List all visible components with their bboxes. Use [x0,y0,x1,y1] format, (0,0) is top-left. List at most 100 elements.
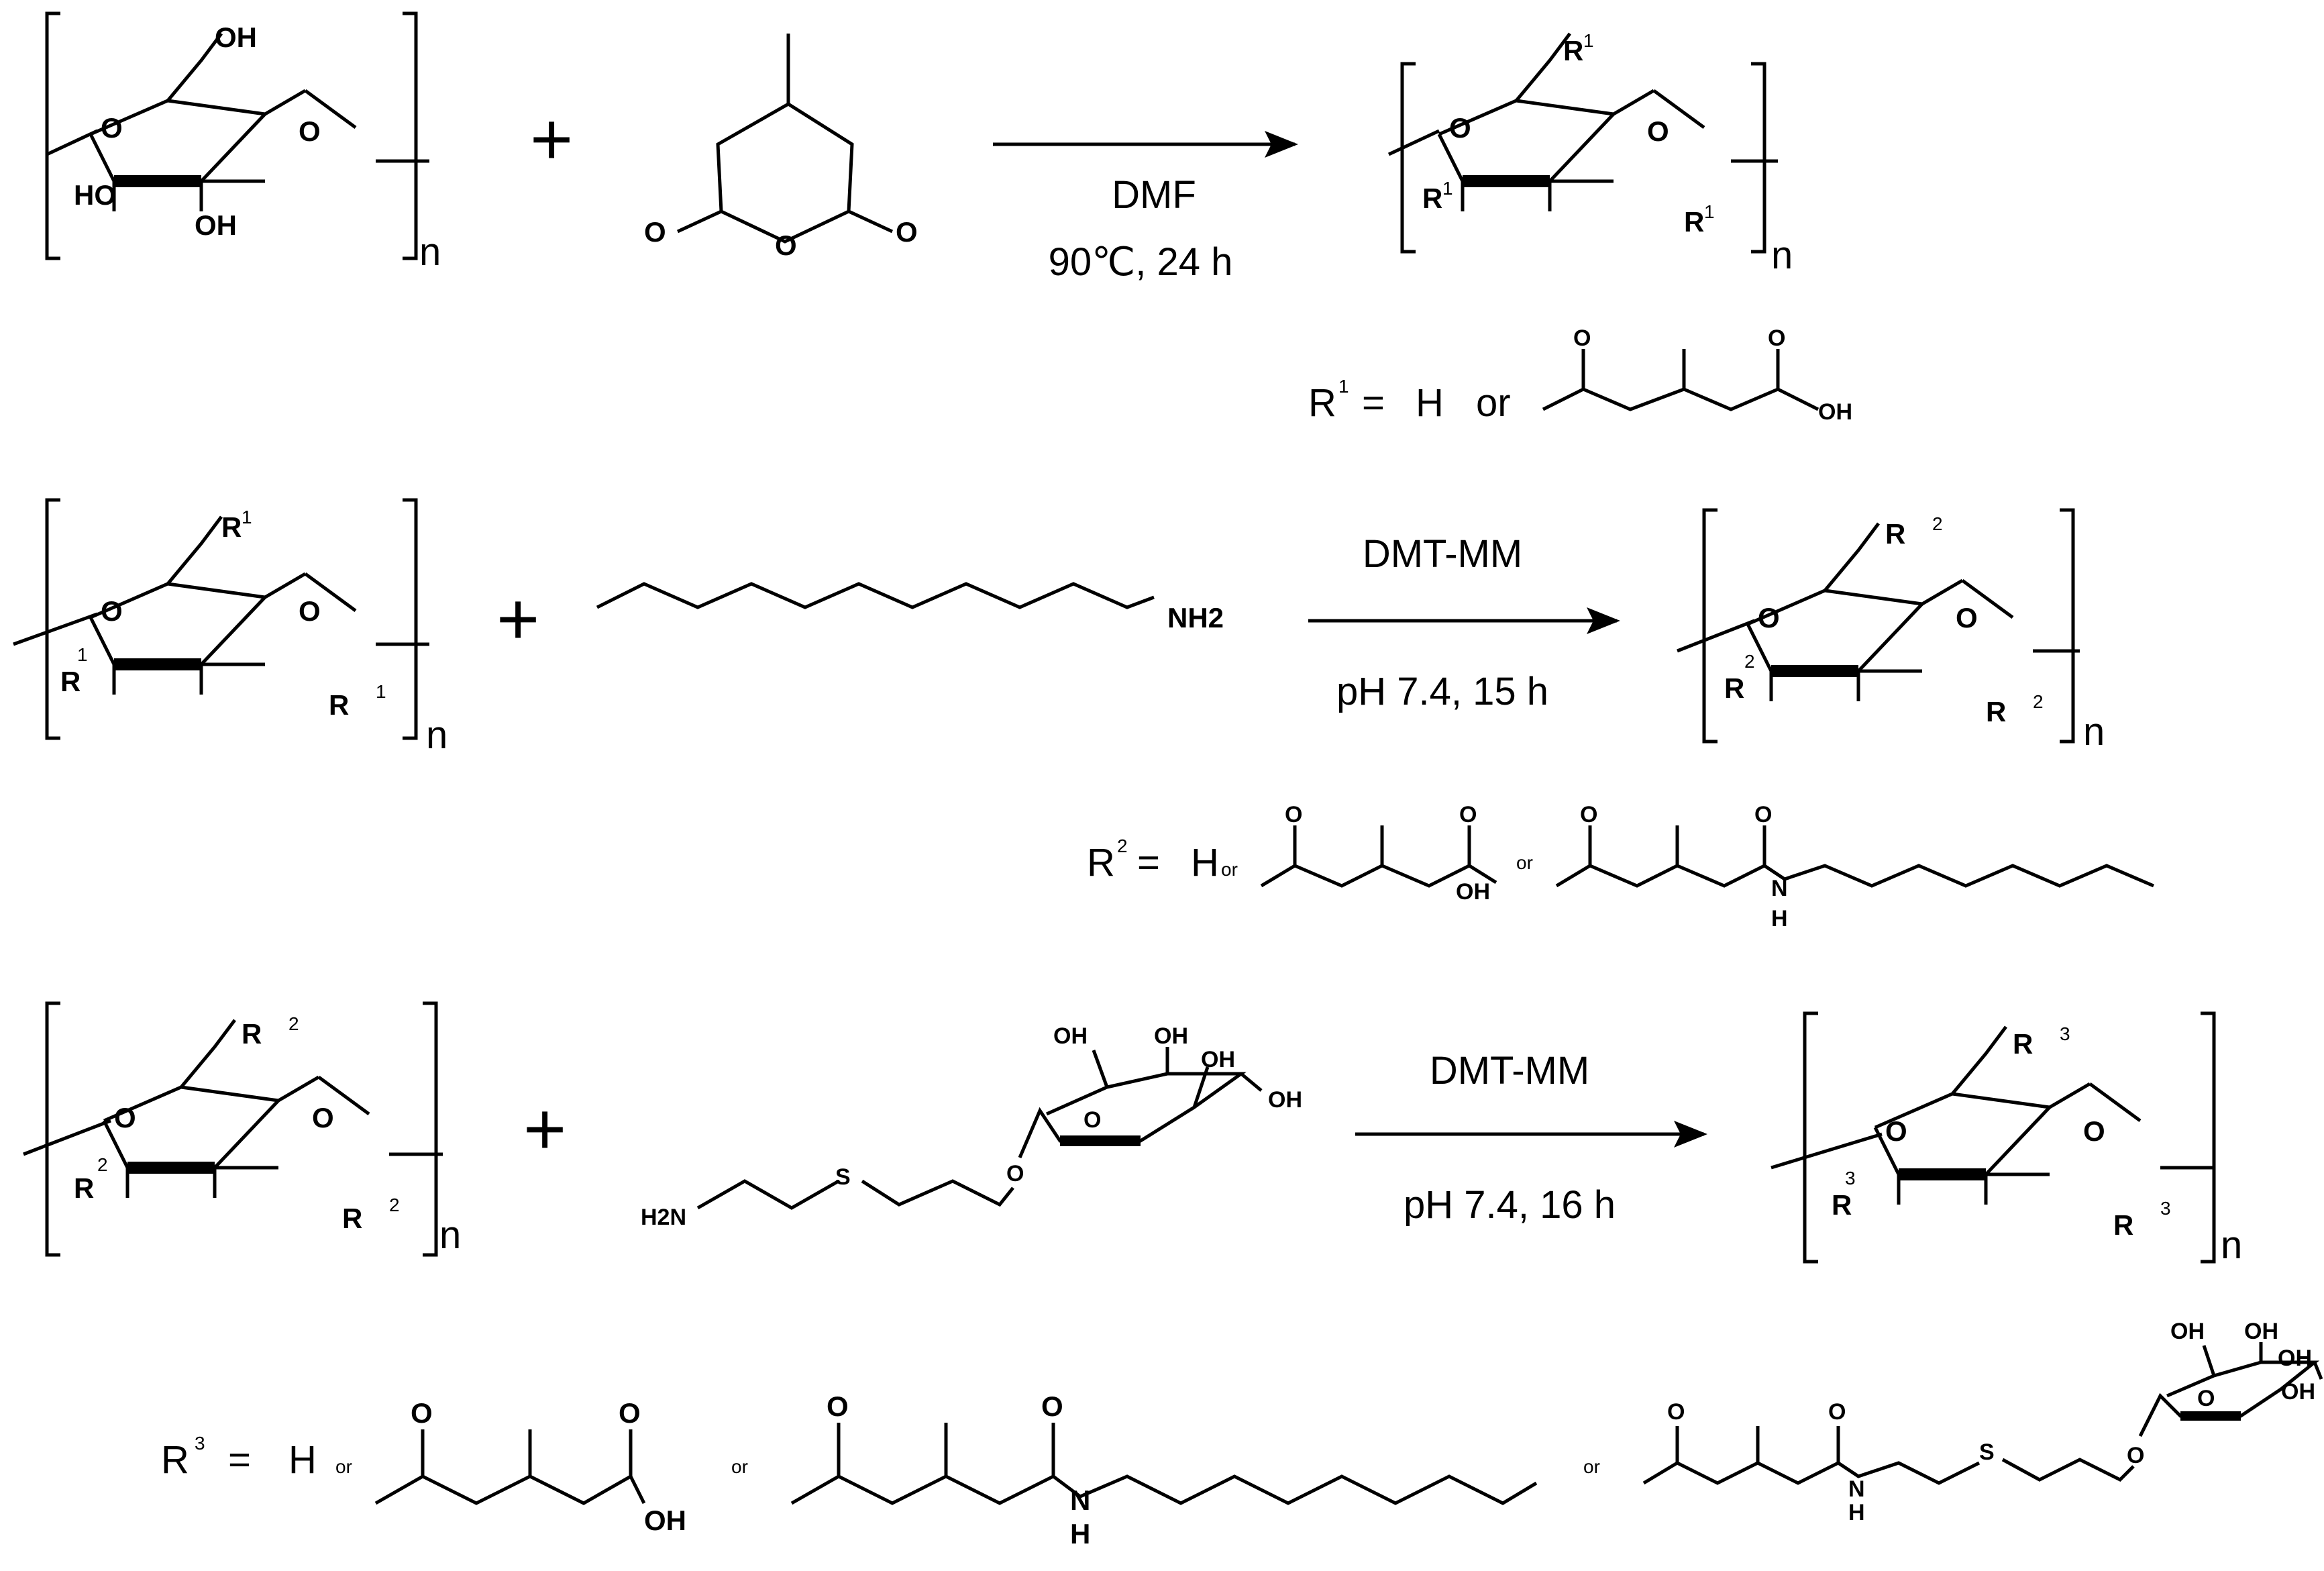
r1-label: R [1422,183,1442,214]
atom-oh: OH [215,21,257,53]
bracket-right [403,11,418,260]
sup-2: 2 [1744,651,1755,672]
atom-oh: OH [1154,1023,1188,1049]
sup-1: 1 [1442,178,1453,199]
product-3: O R 3 O R 3 R 3 n [1771,1011,2242,1267]
subscript-n: n [1771,234,1793,277]
atom-o: O [1754,802,1772,827]
option-h: H [288,1438,317,1482]
or2-label: R [1885,518,1905,550]
atom-o: O [2197,1386,2215,1411]
atom-o: O [1667,1399,1685,1425]
or1-label: R [1563,35,1583,66]
anhydride: O O O [644,34,918,261]
product-2: O R 2 O R 2 R 2 n [1677,508,2105,754]
sup-3: 3 [2160,1198,2171,1219]
atom-o: O [1768,325,1785,351]
atom-o: O [101,112,123,144]
atom-o: O [2127,1443,2144,1468]
atom-o: O [1041,1390,1063,1422]
or-text: or [335,1456,352,1477]
or-text: or [1221,859,1238,880]
atom-h: H [1070,1518,1090,1550]
r1-definition: R 1 = H or O O OH [1308,325,1852,425]
sup-1: 1 [1338,376,1349,397]
decylamine: NH2 [596,582,1224,634]
bracket-left [45,11,60,260]
atom-o: O [101,595,123,627]
product-1: O R 1 O R 1 R 1 n [1387,30,1793,277]
or2-label: R [242,1018,262,1050]
reagent-label: DMT-MM [1363,532,1522,576]
atom-oh: OH [2170,1319,2205,1344]
r2-label: R [74,1172,94,1204]
r3-symbol: R [161,1438,189,1482]
atom-s: S [1979,1439,1995,1465]
or3-label: R [2113,1209,2133,1241]
atom-ho: HO [74,179,116,211]
sup-1: 1 [77,644,88,665]
reaction-arrow-2: DMT-MM pH 7.4, 15 h [1308,532,1620,713]
row-1: O OH O HO OH n + O O O DMF 90℃, 24 h [45,11,1852,425]
atom-oh: OH [2244,1319,2278,1344]
sup-2: 2 [288,1013,299,1034]
atom-o: O [1885,1115,1907,1147]
subscript-n: n [419,230,441,274]
equals: = [1137,841,1160,884]
subscript-n: n [439,1213,461,1257]
r2-symbol: R [1087,841,1115,884]
sup-2: 2 [1932,513,1943,534]
or-text: or [1516,852,1533,873]
equals: = [1362,381,1385,425]
atom-o: O [1459,802,1477,827]
atom-h: H [1771,906,1788,931]
sup-2: 2 [2033,691,2044,712]
plus-sign: + [523,1088,566,1170]
r3-definition: R 3 = H or O O OH or O O N H or O O N H … [161,1319,2323,1550]
atom-o: O [896,216,918,248]
sup-3: 3 [195,1433,205,1454]
or-text: or [1476,381,1511,425]
or-text: or [731,1456,748,1477]
or2-label: R [1986,696,2006,727]
atom-o: O [2083,1115,2105,1147]
atom-n: N [1848,1476,1865,1502]
or-text: or [1583,1456,1600,1477]
atom-o: O [1084,1107,1101,1133]
atom-o: O [1828,1399,1846,1425]
atom-oh: OH [644,1505,686,1536]
atom-o: O [1758,602,1780,634]
condition-label: 90℃, 24 h [1049,240,1233,284]
amine-group: H2N [641,1205,686,1230]
sup-3: 3 [2060,1023,2070,1044]
sup-3: 3 [1845,1168,1856,1188]
mannoside-amine: H2N S O OH OH OH OH O [641,1023,1302,1230]
or1-label: R [1684,206,1704,238]
atom-o: O [619,1397,641,1429]
sup-2: 2 [389,1195,400,1215]
atom-oh: OH [1053,1023,1088,1049]
condition-label: pH 7.4, 15 h [1336,670,1548,713]
subscript-n: n [2083,710,2105,754]
option-h: H [1191,841,1219,884]
sup-1: 1 [1583,30,1594,51]
atom-o: O [1580,802,1597,827]
sup-1: 1 [1704,201,1715,222]
subscript-n: n [2221,1223,2242,1267]
atom-o: O [312,1102,334,1133]
or1-label: R [329,689,349,721]
sup-1: 1 [242,507,252,527]
atom-oh: OH [1818,399,1852,425]
atom-o: O [299,595,321,627]
atom-h: H [1848,1500,1865,1525]
atom-n: N [1070,1484,1090,1516]
r1-label: R [60,666,81,697]
reactant-2: O R 1 O R 1 R 1 n [13,498,447,757]
or1-label: R [221,511,242,543]
reaction-arrow-1: DMF 90℃, 24 h [993,131,1298,284]
subscript-n: n [426,713,447,757]
atom-o: O [411,1397,433,1429]
atom-oh: OH [1456,879,1490,905]
atom-o: O [299,115,321,147]
plus-sign: + [530,98,573,181]
